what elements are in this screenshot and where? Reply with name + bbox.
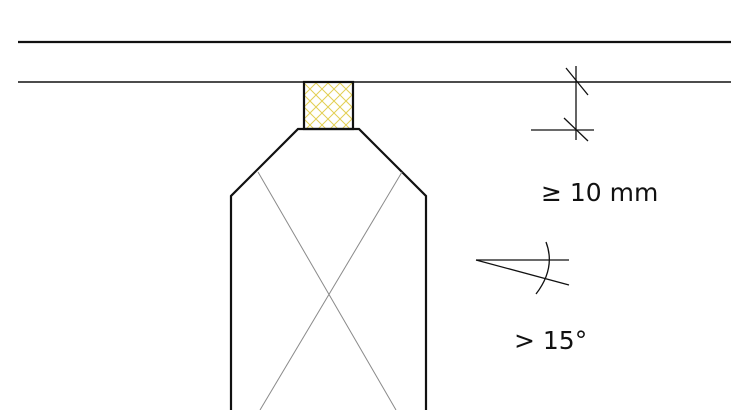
clearance-dimension xyxy=(531,66,594,142)
sealing-pad-hatch xyxy=(304,83,353,129)
cross-line-right xyxy=(259,171,403,410)
element-outline xyxy=(229,127,428,410)
cross-line-left xyxy=(257,171,397,410)
angle-label: > 15° xyxy=(514,326,588,355)
angle-marker xyxy=(475,241,570,295)
clearance-label: ≥ 10 mm xyxy=(541,178,659,207)
